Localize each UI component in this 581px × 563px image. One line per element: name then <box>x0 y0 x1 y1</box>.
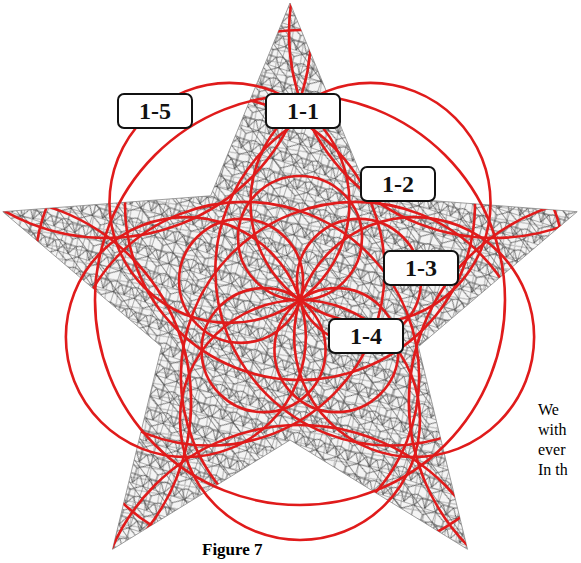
callout-box: 1-2 <box>360 166 436 202</box>
callout-number: 1-4 <box>350 324 382 348</box>
callout-box: 1-1 <box>265 93 341 129</box>
red-circle <box>35 96 385 446</box>
callout-box: 1-3 <box>383 250 459 286</box>
red-circle <box>69 202 419 552</box>
star-tiling <box>3 3 577 549</box>
body-text-fragment: ever <box>538 440 566 459</box>
callout-number: 1-3 <box>405 256 437 280</box>
red-circle <box>181 202 531 552</box>
figure-caption: Figure 7 <box>202 540 263 560</box>
callout-number: 1-2 <box>382 172 414 196</box>
callout-number: 1-1 <box>287 99 319 123</box>
star-outline <box>3 3 577 549</box>
callout-box: 1-5 <box>117 93 193 129</box>
body-text-fragment: with <box>538 420 566 439</box>
red-circle <box>0 197 191 563</box>
star-tiling-overlay <box>3 3 577 549</box>
body-text-fragment: In th <box>538 460 568 479</box>
body-text-fragment: We <box>538 400 559 419</box>
callout-box: 1-4 <box>328 318 404 354</box>
red-circle <box>95 425 505 563</box>
red-circle <box>215 96 565 446</box>
red-circle <box>179 219 303 343</box>
callout-number: 1-5 <box>139 99 171 123</box>
